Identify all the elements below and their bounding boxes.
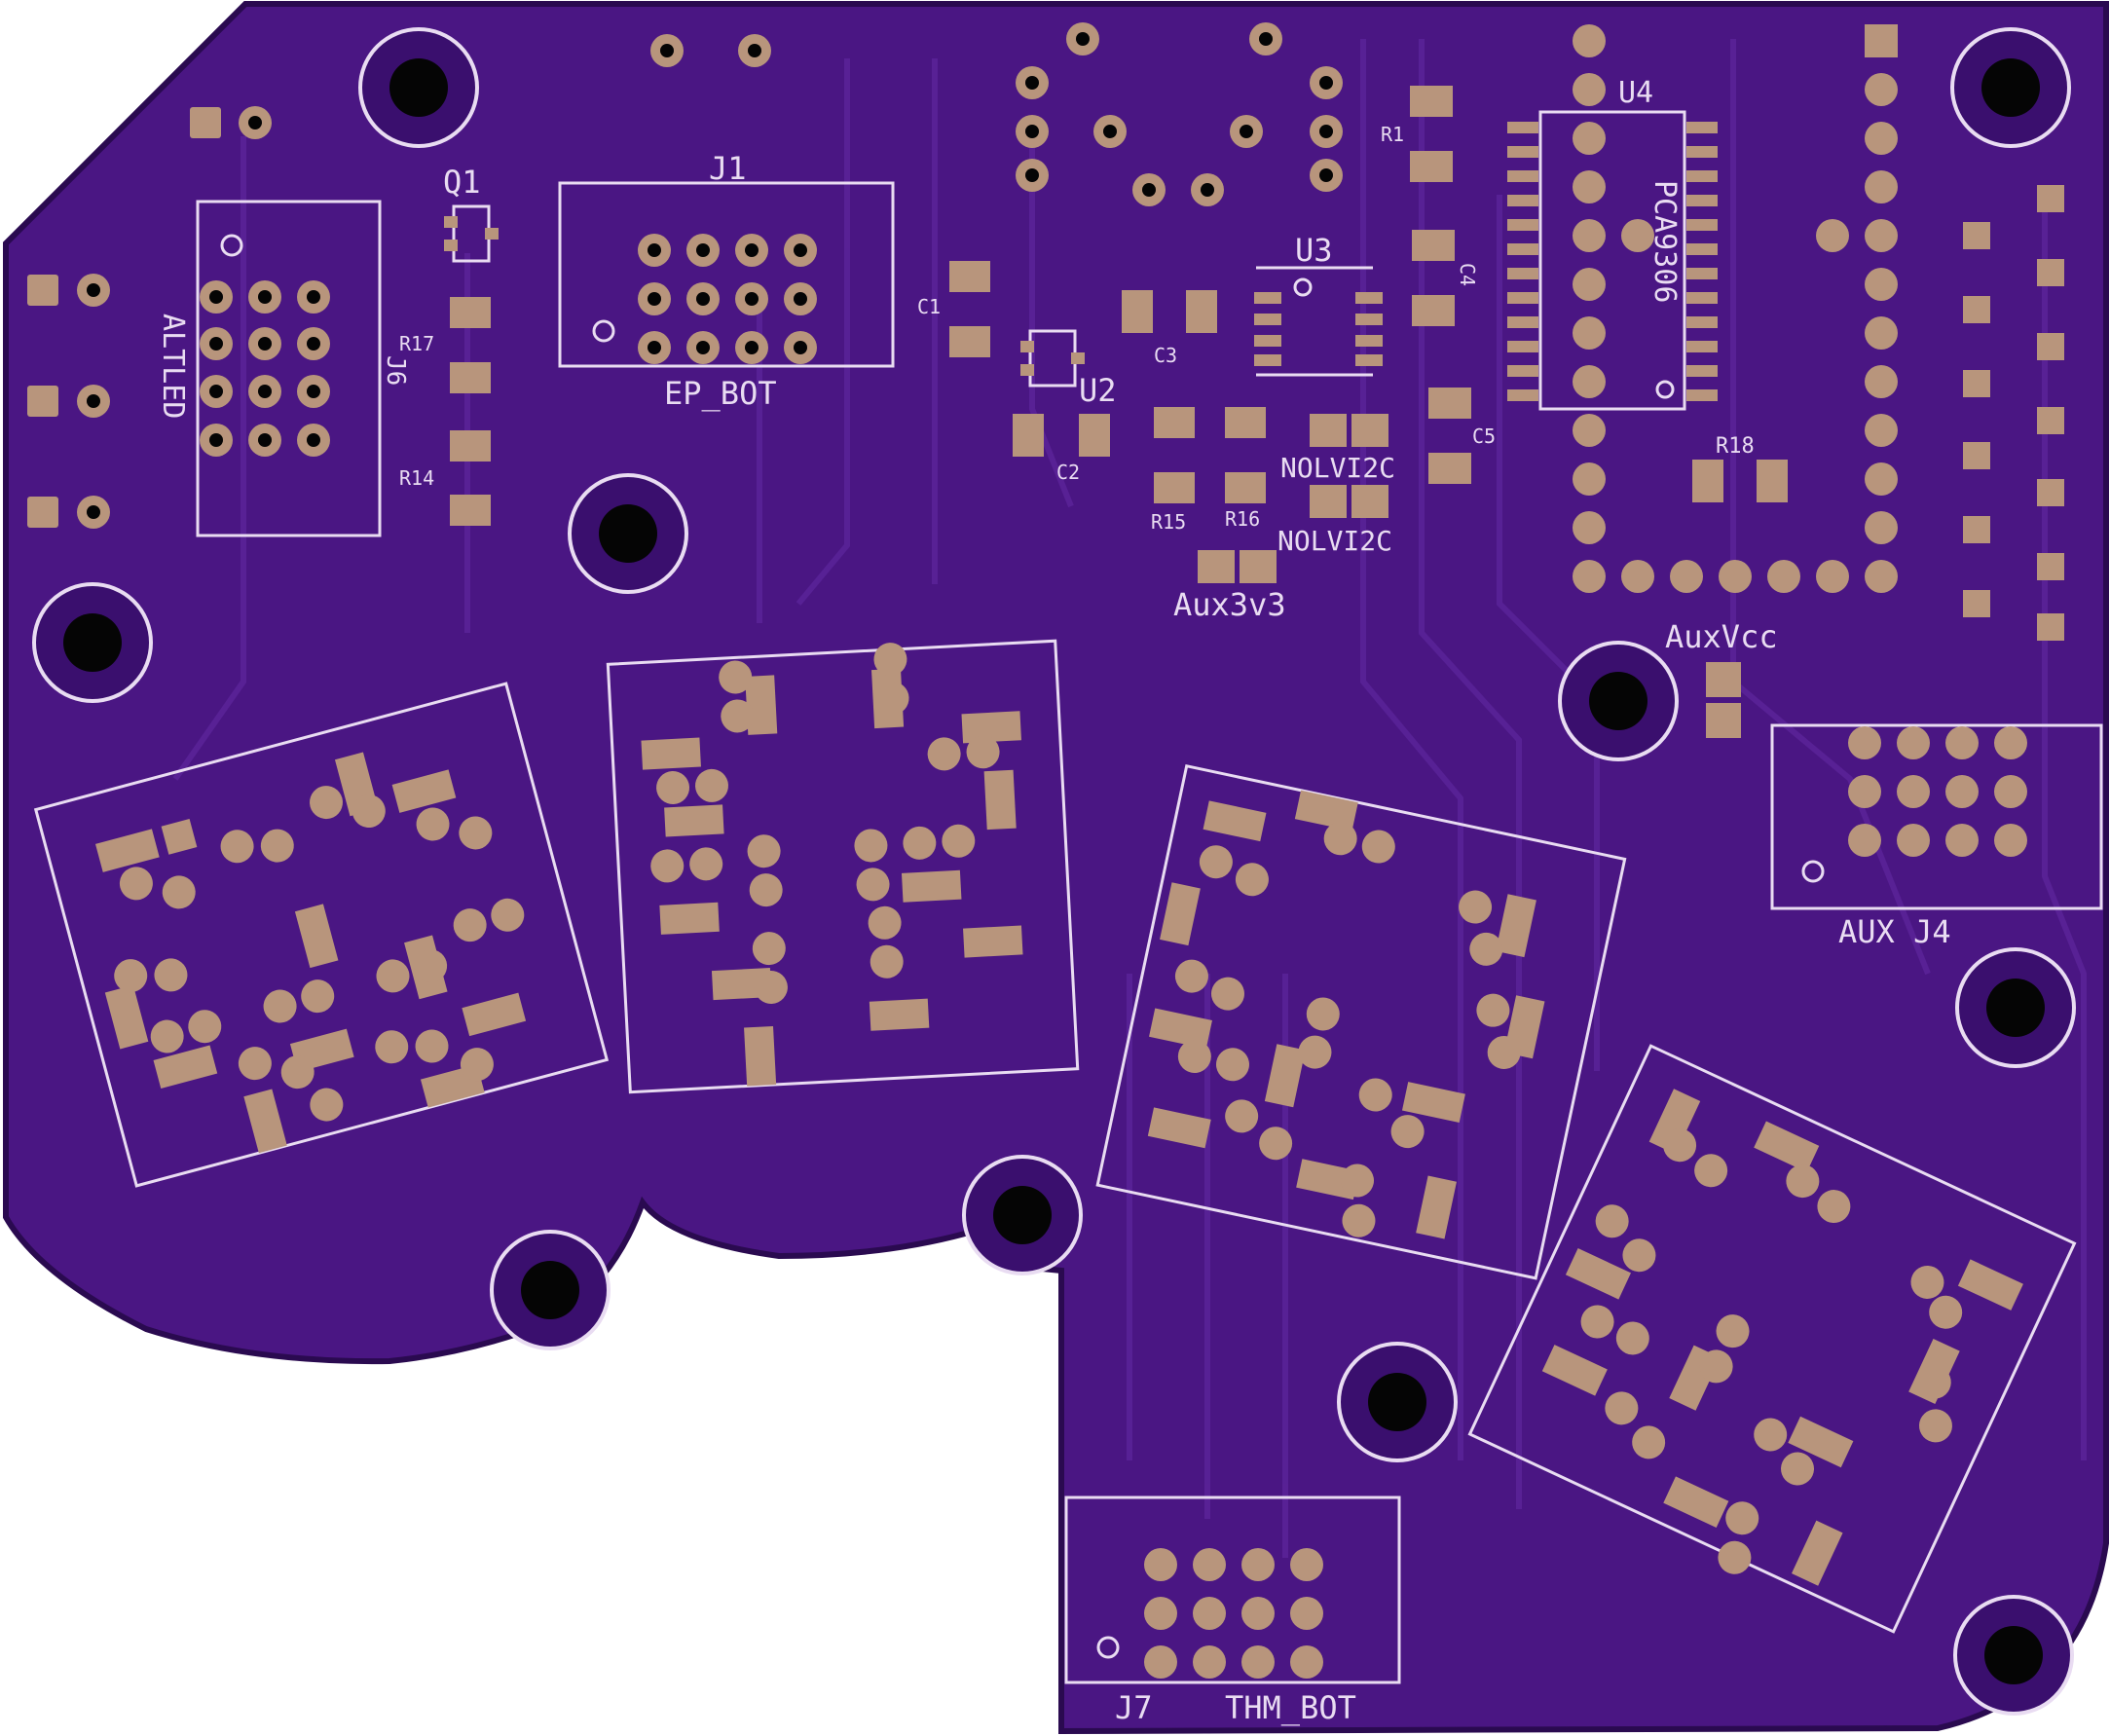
label-r14: R14 (399, 466, 434, 490)
key-cluster-4 (1467, 1044, 2077, 1634)
label-nolvi2c-1: NOLVI2C (1280, 452, 1395, 484)
label-u3: U3 (1295, 232, 1333, 269)
mounting-hole (32, 582, 153, 703)
label-aux-j4: AUX J4 (1838, 913, 1951, 950)
traces (172, 39, 2087, 1558)
label-c1: C1 (917, 295, 941, 318)
u4-component (1507, 110, 1718, 411)
smd-pads (949, 86, 1788, 738)
mounting-holes (32, 27, 2076, 1716)
module-header-pins (1573, 24, 2064, 641)
label-u2: U2 (1079, 372, 1117, 409)
j7-connector (1064, 1496, 1401, 1684)
label-c3: C3 (1154, 344, 1177, 367)
label-c2: C2 (1056, 461, 1080, 484)
altled-connector (196, 200, 382, 537)
label-auxvcc: AuxVcc (1665, 618, 1778, 655)
mounting-hole (1950, 27, 2071, 148)
mounting-hole (1955, 947, 2076, 1068)
u3-component (1254, 266, 1383, 377)
label-nolvi2c-2: NOLVI2C (1277, 525, 1392, 557)
label-j1: J1 (709, 150, 747, 187)
label-c5: C5 (1472, 425, 1496, 448)
label-j7: J7 (1115, 1689, 1153, 1726)
silkscreen-labels: Q1 J1 EP_BOT ALTLED J6 R17 R14 C1 U2 C2 … (156, 76, 1951, 1726)
key-cluster-1 (33, 682, 610, 1188)
key-cluster-3 (1095, 763, 1627, 1280)
q1-area-parts (444, 204, 499, 526)
mounting-hole (962, 1155, 1083, 1275)
label-q1: Q1 (443, 164, 481, 201)
label-r1: R1 (1381, 123, 1404, 146)
label-u4: U4 (1618, 76, 1653, 110)
j1-connector (558, 181, 895, 368)
label-aux3v3: Aux3v3 (1173, 586, 1286, 623)
mounting-hole (1953, 1595, 2074, 1716)
aux-j4-connector (1770, 723, 2103, 910)
label-thm-bot: THM_BOT (1225, 1689, 1356, 1726)
label-r18: R18 (1716, 434, 1755, 459)
label-pca9306: PCA9306 (1647, 180, 1682, 303)
mounting-hole (568, 473, 688, 594)
mounting-hole (1337, 1342, 1458, 1462)
label-r17: R17 (399, 332, 434, 355)
mounting-hole (1558, 641, 1679, 761)
label-j6: J6 (381, 355, 410, 386)
mounting-hole (490, 1230, 611, 1350)
label-c4: C4 (1456, 263, 1479, 286)
label-altled: ALTLED (156, 314, 190, 419)
key-cluster-2 (606, 639, 1080, 1094)
label-r16: R16 (1225, 507, 1260, 531)
u2-component (1020, 329, 1085, 388)
label-ep-bot: EP_BOT (664, 375, 777, 412)
mounting-hole (358, 27, 479, 148)
label-r15: R15 (1151, 510, 1186, 534)
